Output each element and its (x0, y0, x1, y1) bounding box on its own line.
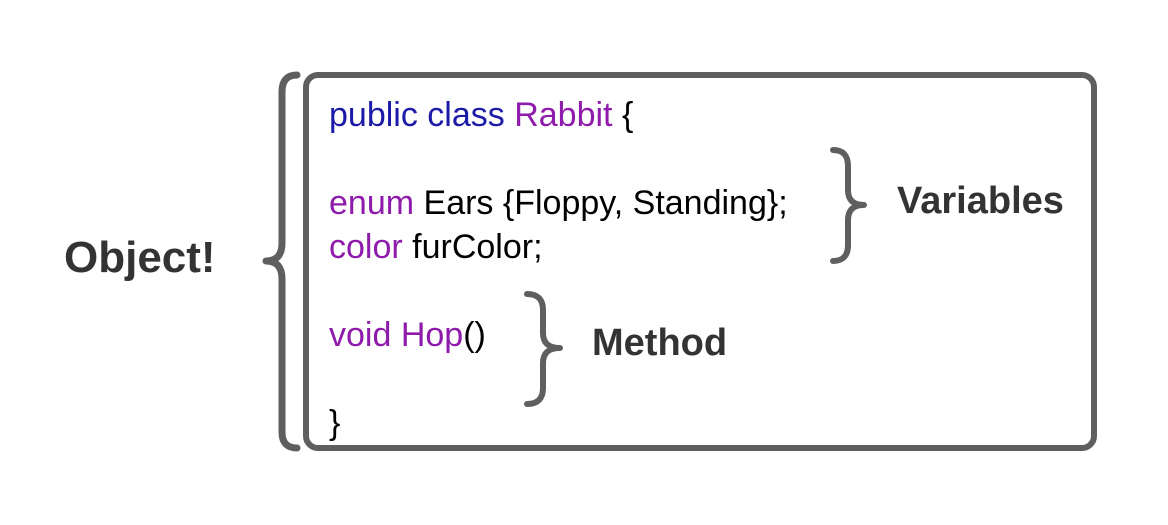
fur-color-field: furColor; (412, 228, 543, 266)
method-signature: void Hop (329, 316, 464, 354)
object-curly-brace (262, 71, 301, 452)
method-curly-brace (524, 291, 563, 407)
object-label: Object! (64, 233, 216, 282)
class-name: Rabbit (514, 96, 613, 134)
code-line-close-brace: } (329, 403, 340, 443)
keyword-color: color (329, 228, 403, 266)
variables-label: Variables (897, 180, 1064, 222)
code-line-class-declaration: public class Rabbit { (329, 95, 633, 135)
keyword-enum: enum (329, 184, 415, 222)
code-line-method: void Hop() (329, 315, 486, 355)
keyword-public-class: public class (329, 96, 505, 134)
class-box (303, 72, 1097, 451)
variables-curly-brace (830, 147, 867, 264)
enum-declaration: Ears {Floppy, Standing}; (423, 184, 788, 222)
code-line-enum: enum Ears {Floppy, Standing}; (329, 183, 788, 223)
method-parens: () (463, 316, 486, 354)
code-line-color: color furColor; (329, 227, 543, 267)
open-brace: { (621, 96, 634, 134)
method-label: Method (592, 322, 728, 364)
close-brace: } (329, 404, 341, 442)
